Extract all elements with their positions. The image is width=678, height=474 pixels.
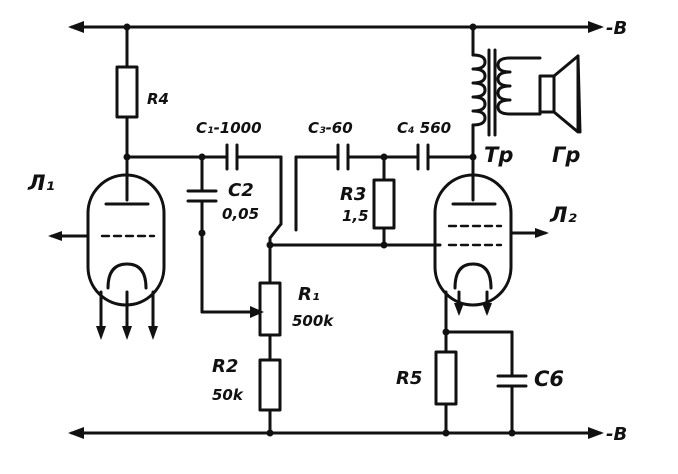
label-r3-value: 1,5 xyxy=(342,207,369,225)
label-rail-bottom: -В xyxy=(606,424,627,445)
capacitor-c2 xyxy=(186,155,264,318)
capacitor-c6 xyxy=(496,330,528,435)
label-transformer: Тр xyxy=(484,143,513,167)
label-r4: R4 xyxy=(147,90,169,108)
label-r2: R2 xyxy=(212,356,238,377)
label-c2-value: 0,05 xyxy=(222,205,259,223)
label-tube1: Л₁ xyxy=(27,171,55,195)
label-c2: C2 xyxy=(228,180,254,201)
tube-l2 xyxy=(433,155,549,334)
resistor-r2 xyxy=(258,358,282,435)
capacitor-c1 xyxy=(225,143,283,240)
label-r2-value: 50k xyxy=(212,386,244,404)
label-speaker: Гр xyxy=(552,143,580,167)
label-c3: C₃-60 xyxy=(308,119,353,137)
label-r5: R5 xyxy=(396,368,422,389)
resistor-r3 xyxy=(372,155,396,247)
label-c6: C6 xyxy=(534,367,564,391)
resistor-r1 xyxy=(258,236,282,362)
speaker-gr xyxy=(538,54,582,134)
label-r3: R3 xyxy=(340,184,366,205)
capacitor-c4 xyxy=(416,143,475,171)
label-r1: R₁ xyxy=(298,284,320,305)
tube-l1 xyxy=(48,155,166,340)
top-supply-rail xyxy=(68,21,604,33)
resistor-r5 xyxy=(434,330,458,435)
label-c4: C₄ 560 xyxy=(397,119,451,137)
resistor-r4 xyxy=(115,25,139,159)
label-c1: C₁-1000 xyxy=(196,119,262,137)
label-r1-value: 500k xyxy=(292,312,334,330)
transformer-tr xyxy=(471,25,542,159)
label-tube2: Л₂ xyxy=(549,203,577,227)
label-rail-top: -В xyxy=(606,18,627,39)
bottom-supply-rail xyxy=(68,427,604,439)
